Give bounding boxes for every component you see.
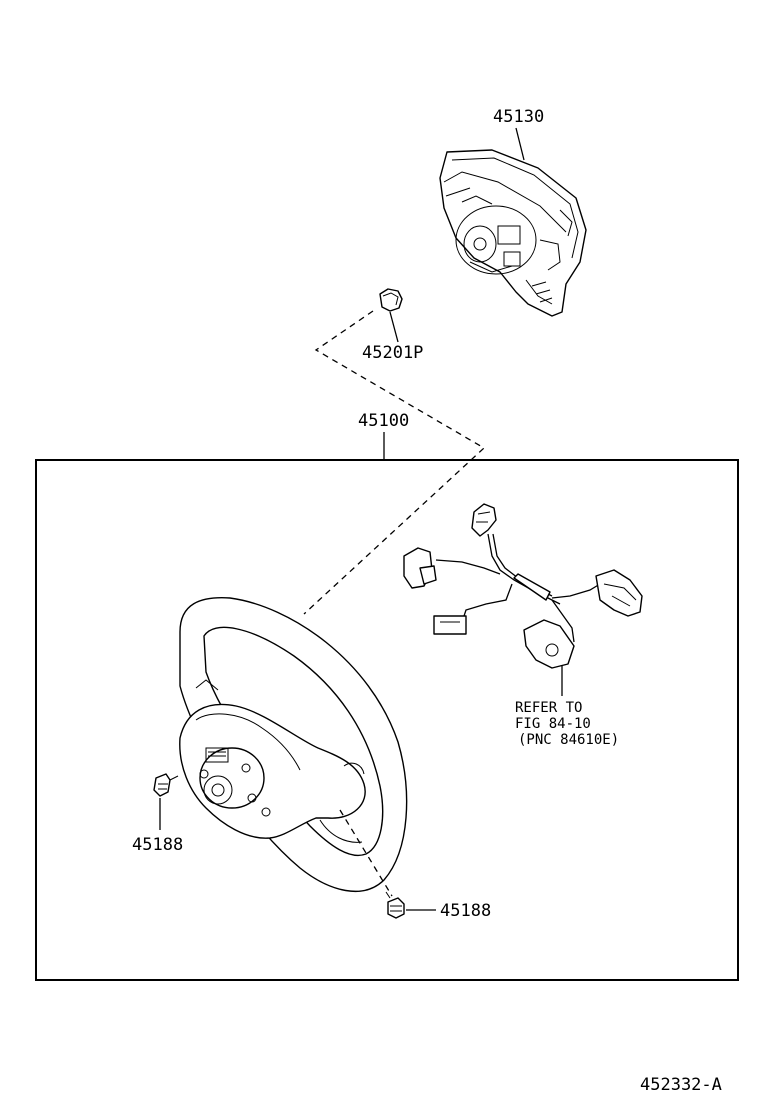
steering-wheel-illustration [179,597,408,892]
screw-left-illustration [153,773,179,797]
reference-note-line3: (PNC 84610E) [518,732,619,748]
label-screw-left: 45188 [132,835,183,855]
airbag-pad-illustration [439,149,587,317]
assembly-frame [35,459,739,981]
assembly-guide-line [303,310,486,615]
reference-note-line1: REFER TO [515,700,582,716]
label-wheel-assembly: 45100 [358,411,409,431]
wire-harness-illustration [403,503,643,669]
illustration-code: 452332-A [640,1075,722,1095]
label-airbag-nut: 45201P [362,343,423,363]
screw-right-illustration [385,891,405,919]
label-airbag-pad: 45130 [493,107,544,127]
label-screw-right: 45188 [440,901,491,921]
reference-note-line2: FIG 84-10 [515,716,591,732]
airbag-nut-illustration [379,288,403,312]
